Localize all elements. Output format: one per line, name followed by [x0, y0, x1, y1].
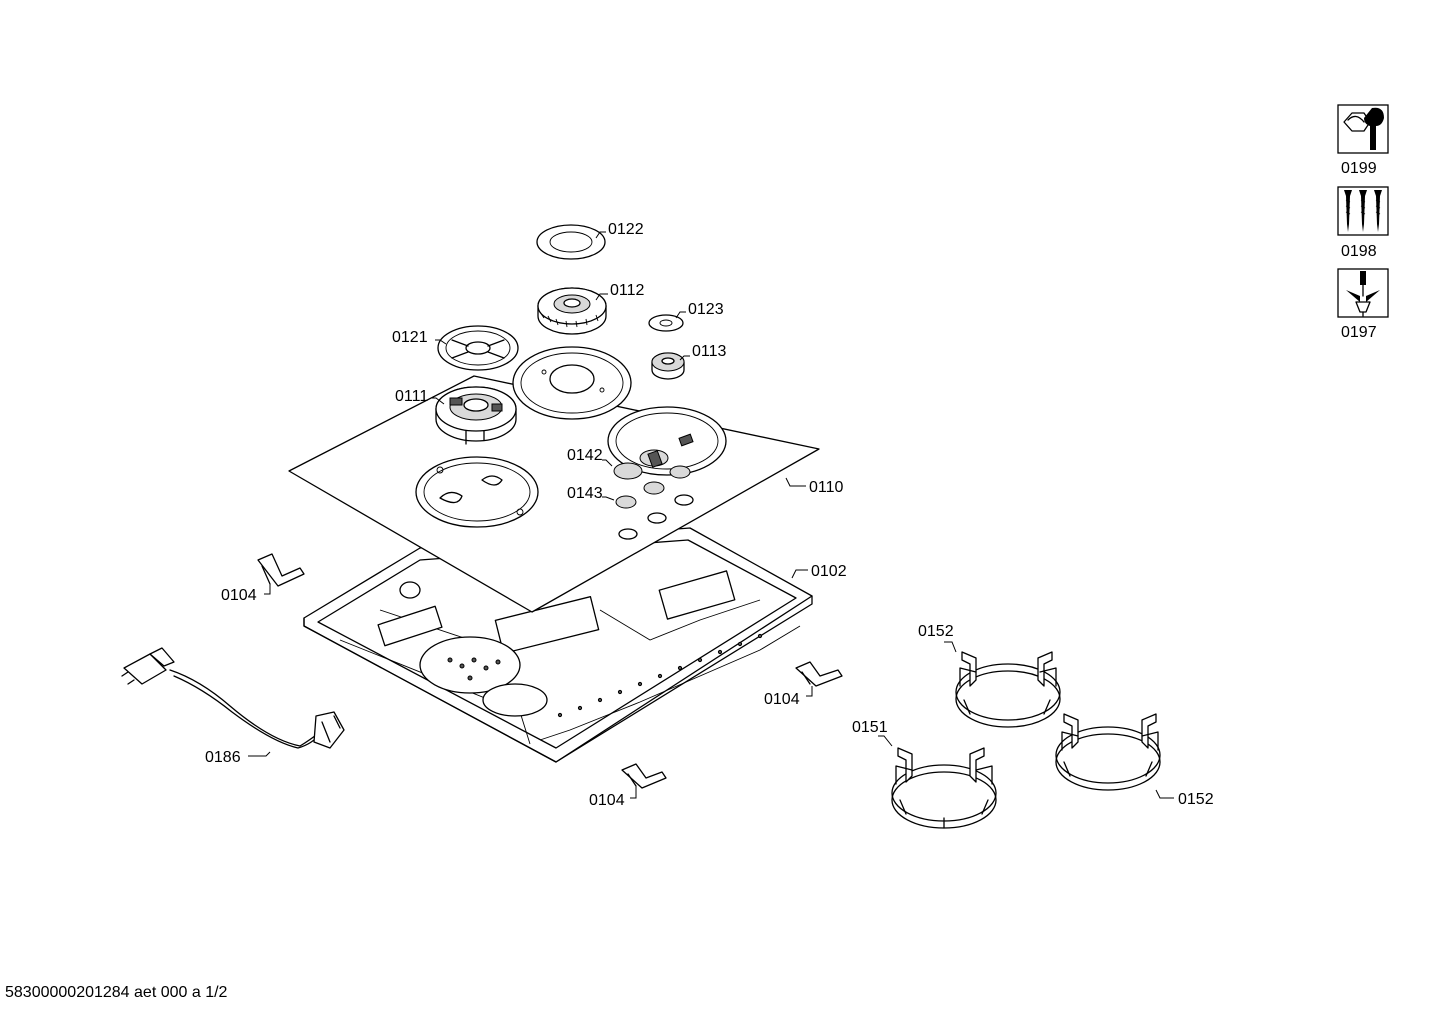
part-labels: 0122 0112 0123 0121 0113 0111 0142 0110 … — [205, 221, 1214, 809]
burner-cap-0121[interactable] — [437, 325, 519, 371]
base-tray[interactable] — [303, 527, 813, 763]
label-0143[interactable]: 0143 — [567, 485, 603, 502]
pan-support-0152-right[interactable] — [1055, 713, 1161, 791]
label-0152-top[interactable]: 0152 — [918, 623, 954, 640]
clamp-bracket-bottom[interactable] — [621, 763, 667, 789]
label-0121[interactable]: 0121 — [392, 329, 428, 346]
burner-crown-0111[interactable] — [435, 386, 517, 445]
clamp-bracket-left[interactable] — [257, 553, 305, 587]
clamp-bracket-right[interactable] — [795, 661, 843, 687]
icon-label-0198[interactable]: 0198 — [1341, 243, 1377, 260]
burner-cap-0122[interactable] — [536, 224, 606, 260]
label-0151[interactable]: 0151 — [852, 719, 888, 736]
icon-label-0197[interactable]: 0197 — [1341, 324, 1377, 341]
label-0186[interactable]: 0186 — [205, 749, 241, 766]
screwdriver-icon[interactable] — [1337, 268, 1389, 318]
burner-cup-middle[interactable] — [512, 346, 632, 420]
burner-crown-0112[interactable] — [537, 287, 607, 335]
pan-support-0151[interactable] — [891, 747, 997, 829]
pan-support-0152-top[interactable] — [955, 651, 1061, 728]
label-0111[interactable]: 0111 — [395, 388, 428, 405]
label-0123[interactable]: 0123 — [688, 301, 724, 318]
label-0112[interactable]: 0112 — [610, 282, 645, 299]
burner-cap-0123[interactable] — [648, 314, 684, 332]
label-0104-right[interactable]: 0104 — [764, 691, 800, 708]
label-0102[interactable]: 0102 — [811, 563, 847, 580]
power-cable-0186[interactable] — [121, 647, 345, 749]
nut-wrench-icon[interactable] — [1337, 104, 1389, 154]
burner-crown-0113[interactable] — [651, 352, 685, 380]
screws-icon[interactable] — [1337, 186, 1389, 236]
label-0113[interactable]: 0113 — [692, 343, 727, 360]
label-0122[interactable]: 0122 — [608, 221, 644, 238]
label-0152-right[interactable]: 0152 — [1178, 791, 1214, 808]
label-0104-left[interactable]: 0104 — [221, 587, 257, 604]
label-0110[interactable]: 0110 — [809, 479, 844, 496]
label-0104-bottom[interactable]: 0104 — [589, 792, 625, 809]
leader-lines — [248, 231, 1174, 799]
glass-hob-top[interactable] — [288, 375, 820, 613]
icon-label-0199[interactable]: 0199 — [1341, 160, 1377, 177]
label-0142[interactable]: 0142 — [567, 447, 603, 464]
document-id: 58300000201284 aet 000 a 1/2 — [5, 984, 228, 1001]
